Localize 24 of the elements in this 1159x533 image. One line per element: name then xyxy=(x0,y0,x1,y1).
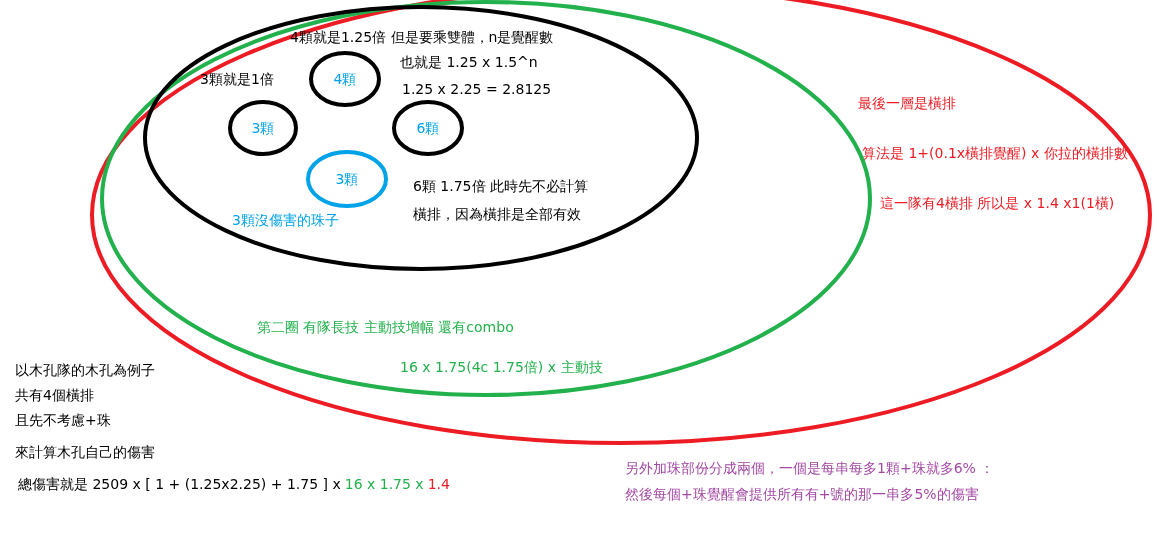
annotation-text: 1.25 x 2.25 = 2.8125 xyxy=(402,80,552,99)
formula-text: 總傷害就是 2509 x [ 1 + (1.25x2.25) + 1.75 ] x xyxy=(18,476,341,492)
annotation-text: 這一隊有4橫排 所以是 x 1.4 x1(1橫) xyxy=(880,194,1115,213)
note-text: 且先不考慮+珠 xyxy=(15,412,111,428)
annotation-text: 算法是 1+(0.1x橫排覺醒) x 你拉的橫排數 xyxy=(862,144,1128,163)
annotation-text: 6顆 1.75倍 此時先不必計算橫排，因為橫排是全部有效 xyxy=(413,177,589,224)
caption-text: 3顆沒傷害的珠子 xyxy=(232,211,339,229)
annotation-text: 第二圈 有隊長技 主動技增幅 還有combo xyxy=(257,318,514,337)
annotation-text: 3顆就是1倍 xyxy=(200,70,274,89)
annotation-text: 16 x 1.75(4c 1.75倍) x 主動技 xyxy=(400,358,603,377)
note-text: 以木孔隊的木孔為例子 xyxy=(15,362,155,378)
note-text: 另外加珠部份分成兩個，一個是每串每多1顆+珠就多6% ： xyxy=(625,460,995,476)
note-text: 共有4個橫排 xyxy=(15,387,94,403)
circle-label: 3顆 xyxy=(334,170,360,189)
note-text: 來計算木孔自己的傷害 xyxy=(15,444,155,460)
annotation-text: 最後一層是橫排 xyxy=(858,94,956,113)
formula-text: 16 x 1.75 x xyxy=(344,476,424,492)
circle-label: 3顆 xyxy=(250,119,276,138)
formula-text: 1.4 xyxy=(427,476,450,492)
annotation-text: 也就是 1.25 x 1.5^n xyxy=(400,53,538,72)
note-text: 然後每個+珠覺醒會提供所有有+號的那一串多5%的傷害 xyxy=(625,486,979,502)
annotation-text: 4顆就是1.25倍 但是要乘雙體，n是覺醒數 xyxy=(290,28,554,47)
circle-label: 6顆 xyxy=(415,119,441,138)
circle-label: 4顆 xyxy=(332,70,358,89)
